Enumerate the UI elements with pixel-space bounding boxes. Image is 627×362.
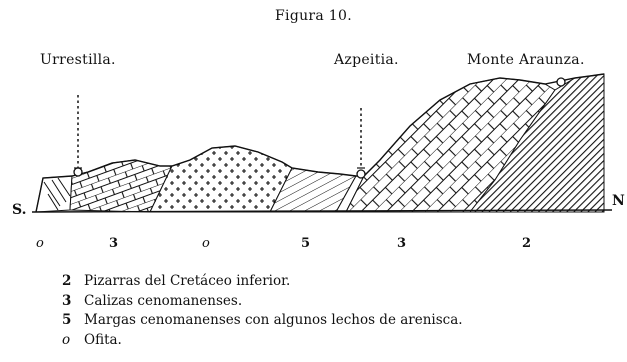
legend-code: 5 [62,312,72,328]
legend-text: Margas cenomanenses con algunos lechos d… [84,312,463,328]
unit-ophite-left [35,175,73,213]
legend-text: Pizarras del Cretáceo inferior. [84,273,291,289]
legend-text: Calizas cenomanenses. [84,292,243,309]
unit-ophite-central [149,145,293,213]
marker-monte-araunza [556,77,566,87]
place-label-monte-araunza: Monte Araunza. [467,52,585,68]
unit-label-ophite-central: o [202,236,210,251]
unit-label-5: 5 [301,236,311,251]
direction-north: N [612,193,625,209]
legend-code: o [62,331,71,348]
topographic-profile [35,73,605,213]
unit-label-ophite-left: o [36,236,44,251]
legend-code: 2 [62,273,72,289]
section-baseline [31,209,613,213]
unit-label-3-left: 3 [109,236,119,251]
legend-item: 2 Pizarras del Cretáceo inferior. [62,272,463,292]
marker-azpeitia [356,108,366,179]
place-label-urrestilla: Urrestilla. [40,52,116,68]
place-label-azpeitia: Azpeitia. [334,52,399,68]
figure-title: Figura 10. [275,8,352,24]
unit-label-2: 2 [522,236,532,251]
legend-item: o Ofita. [62,331,463,351]
direction-south: S. [12,202,27,218]
legend: 2 Pizarras del Cretáceo inferior. 3 Cali… [62,272,463,350]
marker-urrestilla [73,95,83,177]
legend-item: 5 Margas cenomanenses con algunos lechos… [62,311,463,331]
legend-text: Ofita. [84,331,122,348]
legend-item: 3 Calizas cenomanenses. [62,292,463,312]
unit-label-3-right: 3 [397,236,407,251]
legend-code: 3 [62,292,72,309]
